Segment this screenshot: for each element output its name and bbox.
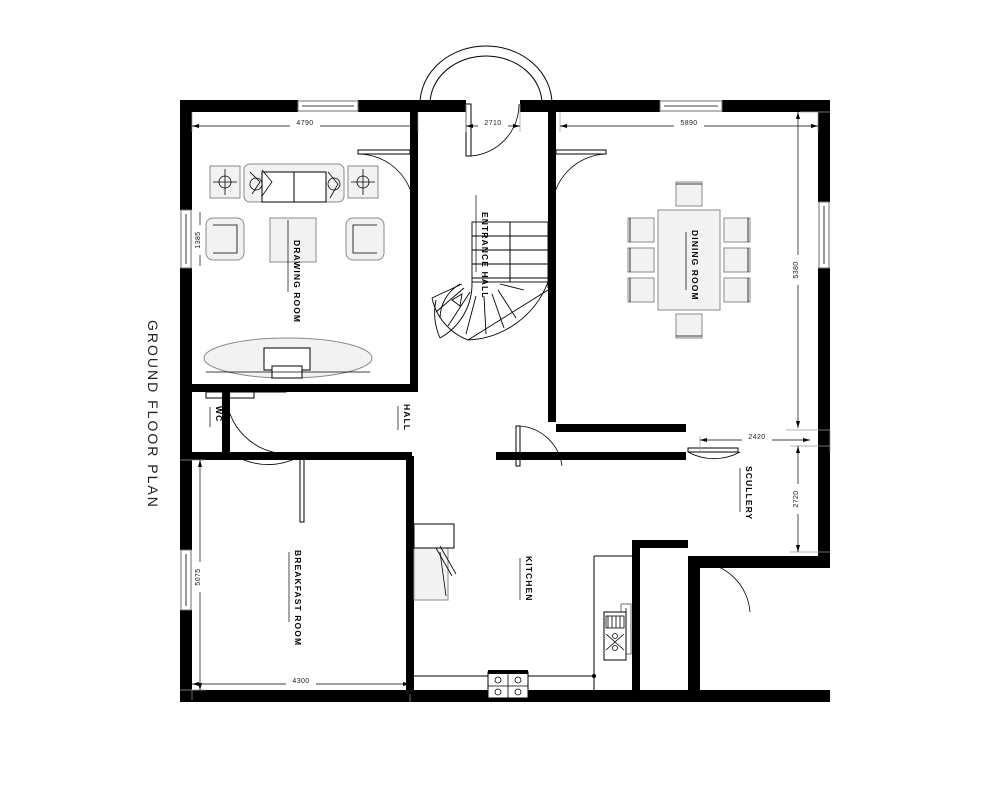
plan-title: GROUND FLOOR PLAN bbox=[145, 320, 161, 509]
bay-feature bbox=[203, 337, 373, 379]
room-label-dining-room: DINING ROOM bbox=[685, 230, 700, 301]
room-label-hall-text: HALL bbox=[402, 404, 412, 431]
room-label-kitchen-text: KITCHEN bbox=[524, 556, 534, 601]
dim-left-lower: 5075 bbox=[195, 460, 204, 690]
room-label-entrance-hall: ENTRANCE HALL bbox=[475, 195, 490, 299]
dining-table bbox=[657, 209, 721, 311]
staircase-straight-flight bbox=[471, 221, 549, 283]
room-label-wc: WC bbox=[209, 406, 224, 427]
window-front-left bbox=[297, 100, 359, 112]
drawing-room-threshold bbox=[205, 391, 255, 399]
doors bbox=[225, 149, 751, 615]
dim-bottom-text: 4300 bbox=[292, 678, 309, 685]
dim-left-upper: 1385 bbox=[195, 212, 204, 266]
room-label-breakfast-room: BREAKFAST ROOM bbox=[288, 550, 303, 646]
dimension-lines: 4790 2710 5890 5380 bbox=[180, 104, 831, 702]
dim-right-lower: 2720 bbox=[793, 446, 802, 552]
cooker bbox=[487, 670, 529, 699]
room-label-breakfast-room-text: BREAKFAST ROOM bbox=[293, 550, 303, 646]
door-breakfast[interactable] bbox=[235, 455, 305, 523]
window-front-right bbox=[659, 100, 723, 112]
coffee-table bbox=[269, 217, 317, 263]
dim-right-scullery: 2420 bbox=[700, 432, 810, 442]
room-label-scullery: SCULLERY bbox=[739, 466, 754, 520]
staircase-winder bbox=[431, 281, 549, 341]
room-label-dining-room-text: DINING ROOM bbox=[690, 230, 700, 301]
side-table-right bbox=[347, 165, 379, 199]
room-label-hall: HALL bbox=[397, 404, 412, 431]
dining-chairs bbox=[627, 181, 751, 339]
window-left-upper bbox=[180, 209, 192, 269]
room-label-scullery-text: SCULLERY bbox=[744, 466, 754, 520]
door-hall-dining[interactable] bbox=[515, 425, 563, 467]
porch-arch bbox=[419, 45, 553, 105]
window-left-lower bbox=[180, 549, 192, 611]
dim-left-lower-text: 5075 bbox=[195, 568, 202, 585]
dim-top-center-text: 2710 bbox=[484, 120, 501, 127]
kitchen-fixtures bbox=[413, 523, 632, 699]
dim-top-left-text: 4790 bbox=[296, 120, 313, 127]
door-back[interactable] bbox=[693, 561, 751, 615]
door-wc[interactable] bbox=[225, 387, 289, 455]
sofa bbox=[243, 163, 345, 203]
plan-title-text: GROUND FLOOR PLAN bbox=[145, 320, 161, 509]
room-label-kitchen: KITCHEN bbox=[519, 556, 534, 601]
room-label-drawing-room: DRAWING ROOM bbox=[287, 220, 302, 323]
dining-room-furniture bbox=[627, 181, 751, 339]
staircase bbox=[431, 221, 549, 341]
dim-left-upper-text: 1385 bbox=[195, 231, 202, 248]
kitchen-sink bbox=[603, 611, 627, 661]
dim-top-left: 4790 bbox=[192, 118, 418, 128]
door-dining-room[interactable] bbox=[551, 149, 607, 211]
dim-right-lower-text: 2720 bbox=[793, 490, 800, 507]
room-labels: DRAWING ROOM ENTRANCE HALL DINING ROOM H… bbox=[209, 195, 754, 646]
door-drawing-room[interactable] bbox=[357, 149, 415, 211]
exterior-walls bbox=[180, 100, 830, 702]
room-label-entrance-hall-text: ENTRANCE HALL bbox=[480, 212, 490, 299]
armchair-left bbox=[205, 217, 245, 261]
fridge bbox=[413, 523, 457, 601]
dim-right-scullery-text: 2420 bbox=[748, 434, 765, 441]
room-label-drawing-room-text: DRAWING ROOM bbox=[292, 240, 302, 323]
front-door[interactable] bbox=[465, 103, 520, 157]
dim-right-upper-text: 5380 bbox=[793, 261, 800, 278]
door-scullery[interactable] bbox=[687, 447, 741, 459]
dim-bottom: 4300 bbox=[192, 676, 410, 686]
dim-top-right-text: 5890 bbox=[680, 120, 697, 127]
dim-top-center: 2710 bbox=[466, 118, 520, 128]
internal-walls bbox=[186, 112, 688, 694]
dim-top-right: 5890 bbox=[560, 118, 818, 128]
room-label-wc-text: WC bbox=[214, 406, 224, 422]
dim-right-upper: 5380 bbox=[793, 112, 802, 428]
window-right bbox=[818, 201, 830, 269]
side-table-left bbox=[209, 165, 241, 199]
drawing-room-furniture bbox=[203, 163, 385, 399]
armchair-right bbox=[345, 217, 385, 261]
